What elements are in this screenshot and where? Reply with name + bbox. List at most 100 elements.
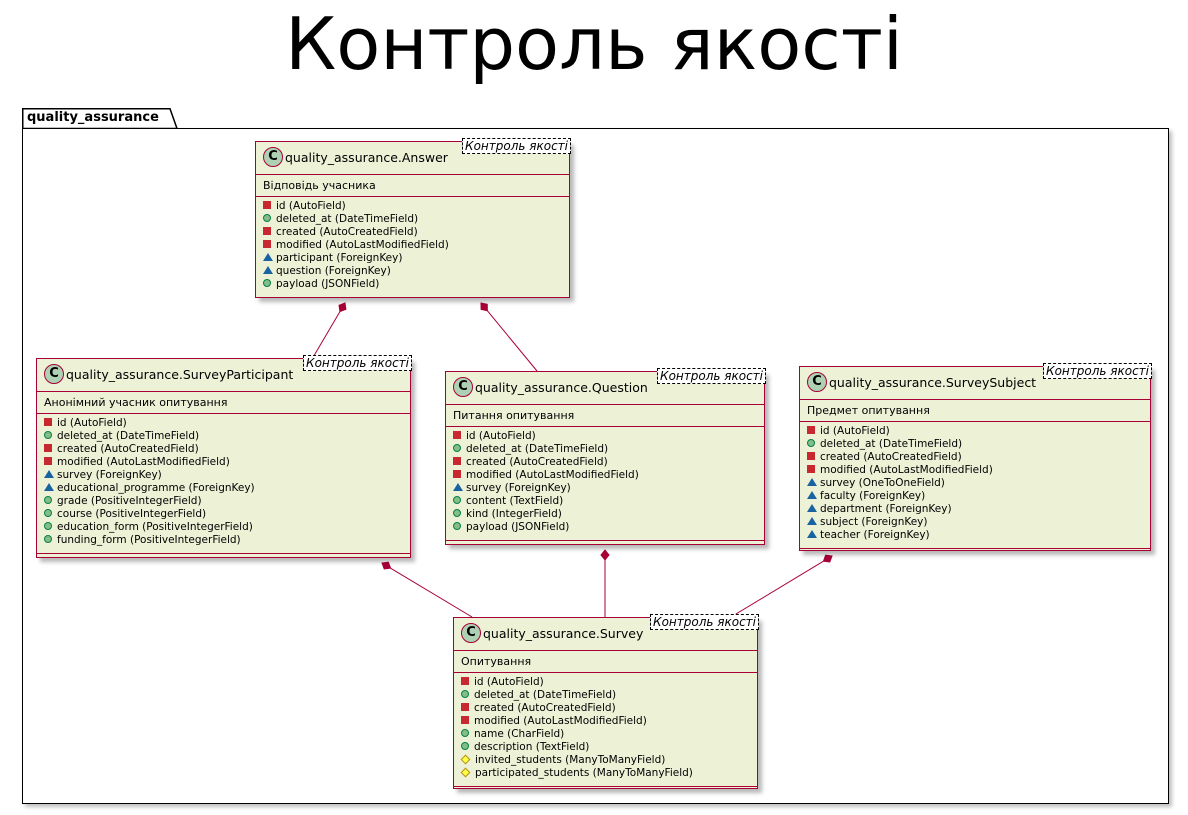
field-row: modified (AutoLastModifiedField) <box>453 469 757 482</box>
class-description: Питання опитування <box>446 405 764 427</box>
class-name: quality_assurance.SurveyParticipant <box>66 367 294 382</box>
private-visibility-icon <box>807 452 815 460</box>
field-text: faculty (ForeignKey) <box>820 490 926 502</box>
field-row: id (AutoField) <box>44 417 403 430</box>
field-text: created (AutoCreatedField) <box>466 456 608 468</box>
public-visibility-icon <box>44 496 52 504</box>
field-text: created (AutoCreatedField) <box>474 702 616 714</box>
protected-visibility-icon <box>460 767 471 778</box>
field-list: id (AutoField)deleted_at (DateTimeField)… <box>454 673 757 787</box>
class-description: Опитування <box>454 651 757 673</box>
public-visibility-icon <box>807 439 815 447</box>
stereotype-label: Контроль якості <box>1043 363 1152 379</box>
class-answer[interactable]: C quality_assurance.Answer Контроль якос… <box>255 138 571 298</box>
field-text: participated_students (ManyToManyField) <box>475 767 693 779</box>
field-row: deleted_at (DateTimeField) <box>453 443 757 456</box>
field-row: kind (IntegerField) <box>453 508 757 521</box>
field-list: id (AutoField)deleted_at (DateTimeField)… <box>446 427 764 541</box>
package-visibility-icon <box>263 253 273 261</box>
stereotype-label: Контроль якості <box>303 355 412 371</box>
public-visibility-icon <box>461 742 469 750</box>
public-visibility-icon <box>461 690 469 698</box>
public-visibility-icon <box>263 214 271 222</box>
field-row: question (ForeignKey) <box>263 265 562 278</box>
public-visibility-icon <box>453 509 461 517</box>
field-row: modified (AutoLastModifiedField) <box>461 715 750 728</box>
public-visibility-icon <box>453 522 461 530</box>
field-row: id (AutoField) <box>807 425 1143 438</box>
field-text: id (AutoField) <box>474 676 544 688</box>
private-visibility-icon <box>807 465 815 473</box>
field-text: survey (ForeignKey) <box>57 469 162 481</box>
public-visibility-icon <box>453 444 461 452</box>
field-row: department (ForeignKey) <box>807 503 1143 516</box>
field-row: created (AutoCreatedField) <box>44 443 403 456</box>
public-visibility-icon <box>453 496 461 504</box>
method-section <box>800 549 1150 557</box>
field-text: id (AutoField) <box>820 425 890 437</box>
class-name: quality_assurance.Survey <box>483 626 644 641</box>
private-visibility-icon <box>453 431 461 439</box>
field-row: subject (ForeignKey) <box>807 516 1143 529</box>
class-header: C quality_assurance.SurveySubject Контро… <box>800 363 1152 400</box>
field-list: id (AutoField)deleted_at (DateTimeField)… <box>37 414 410 554</box>
field-text: id (AutoField) <box>57 417 127 429</box>
field-row: modified (AutoLastModifiedField) <box>44 456 403 469</box>
field-text: education_form (PositiveIntegerField) <box>57 521 253 533</box>
field-row: created (AutoCreatedField) <box>461 702 750 715</box>
field-row: course (PositiveIntegerField) <box>44 508 403 521</box>
field-text: grade (PositiveIntegerField) <box>57 495 202 507</box>
field-text: invited_students (ManyToManyField) <box>475 754 666 766</box>
class-icon: C <box>453 377 473 397</box>
package-visibility-icon <box>453 483 463 491</box>
package-visibility-icon <box>44 470 54 478</box>
class-header: C quality_assurance.Survey Контроль якос… <box>454 614 759 651</box>
public-visibility-icon <box>44 522 52 530</box>
field-text: deleted_at (DateTimeField) <box>57 430 200 442</box>
field-text: deleted_at (DateTimeField) <box>474 689 617 701</box>
class-icon: C <box>44 364 64 384</box>
package-visibility-icon <box>807 517 817 525</box>
public-visibility-icon <box>44 431 52 439</box>
public-visibility-icon <box>44 535 52 543</box>
class-description: Відповідь учасника <box>256 175 569 197</box>
field-row: survey (ForeignKey) <box>453 482 757 495</box>
method-section <box>37 554 410 562</box>
field-text: kind (IntegerField) <box>466 508 562 520</box>
private-visibility-icon <box>461 677 469 685</box>
field-text: course (PositiveIntegerField) <box>57 508 207 520</box>
class-survey-subject[interactable]: C quality_assurance.SurveySubject Контро… <box>799 363 1152 551</box>
class-icon: C <box>263 147 283 167</box>
field-text: participant (ForeignKey) <box>276 252 403 264</box>
private-visibility-icon <box>263 240 271 248</box>
field-text: teacher (ForeignKey) <box>820 529 930 541</box>
field-text: id (AutoField) <box>466 430 536 442</box>
field-row: description (TextField) <box>461 741 750 754</box>
diagram-title: Контроль якості <box>285 2 903 86</box>
class-survey-participant[interactable]: C quality_assurance.SurveyParticipant Ко… <box>36 355 412 558</box>
class-description: Анонімний учасник опитування <box>37 392 410 414</box>
field-row: participant (ForeignKey) <box>263 252 562 265</box>
field-row: funding_form (PositiveIntegerField) <box>44 534 403 547</box>
class-question[interactable]: C quality_assurance.Question Контроль як… <box>445 368 766 545</box>
field-row: payload (JSONField) <box>263 278 562 291</box>
field-row: survey (ForeignKey) <box>44 469 403 482</box>
class-header: C quality_assurance.Answer Контроль якос… <box>256 138 571 175</box>
package-visibility-icon <box>807 491 817 499</box>
class-survey[interactable]: C quality_assurance.Survey Контроль якос… <box>453 614 759 789</box>
field-row: teacher (ForeignKey) <box>807 529 1143 542</box>
field-row: payload (JSONField) <box>453 521 757 534</box>
field-row: created (AutoCreatedField) <box>807 451 1143 464</box>
field-row: deleted_at (DateTimeField) <box>807 438 1143 451</box>
field-row: content (TextField) <box>453 495 757 508</box>
field-text: deleted_at (DateTimeField) <box>466 443 609 455</box>
field-text: modified (AutoLastModifiedField) <box>276 239 449 251</box>
field-text: content (TextField) <box>466 495 564 507</box>
stereotype-label: Контроль якості <box>462 138 571 154</box>
field-text: payload (JSONField) <box>466 521 570 533</box>
package-visibility-icon <box>807 530 817 538</box>
field-text: created (AutoCreatedField) <box>820 451 962 463</box>
field-text: modified (AutoLastModifiedField) <box>466 469 639 481</box>
method-section <box>256 298 569 306</box>
field-row: id (AutoField) <box>453 430 757 443</box>
